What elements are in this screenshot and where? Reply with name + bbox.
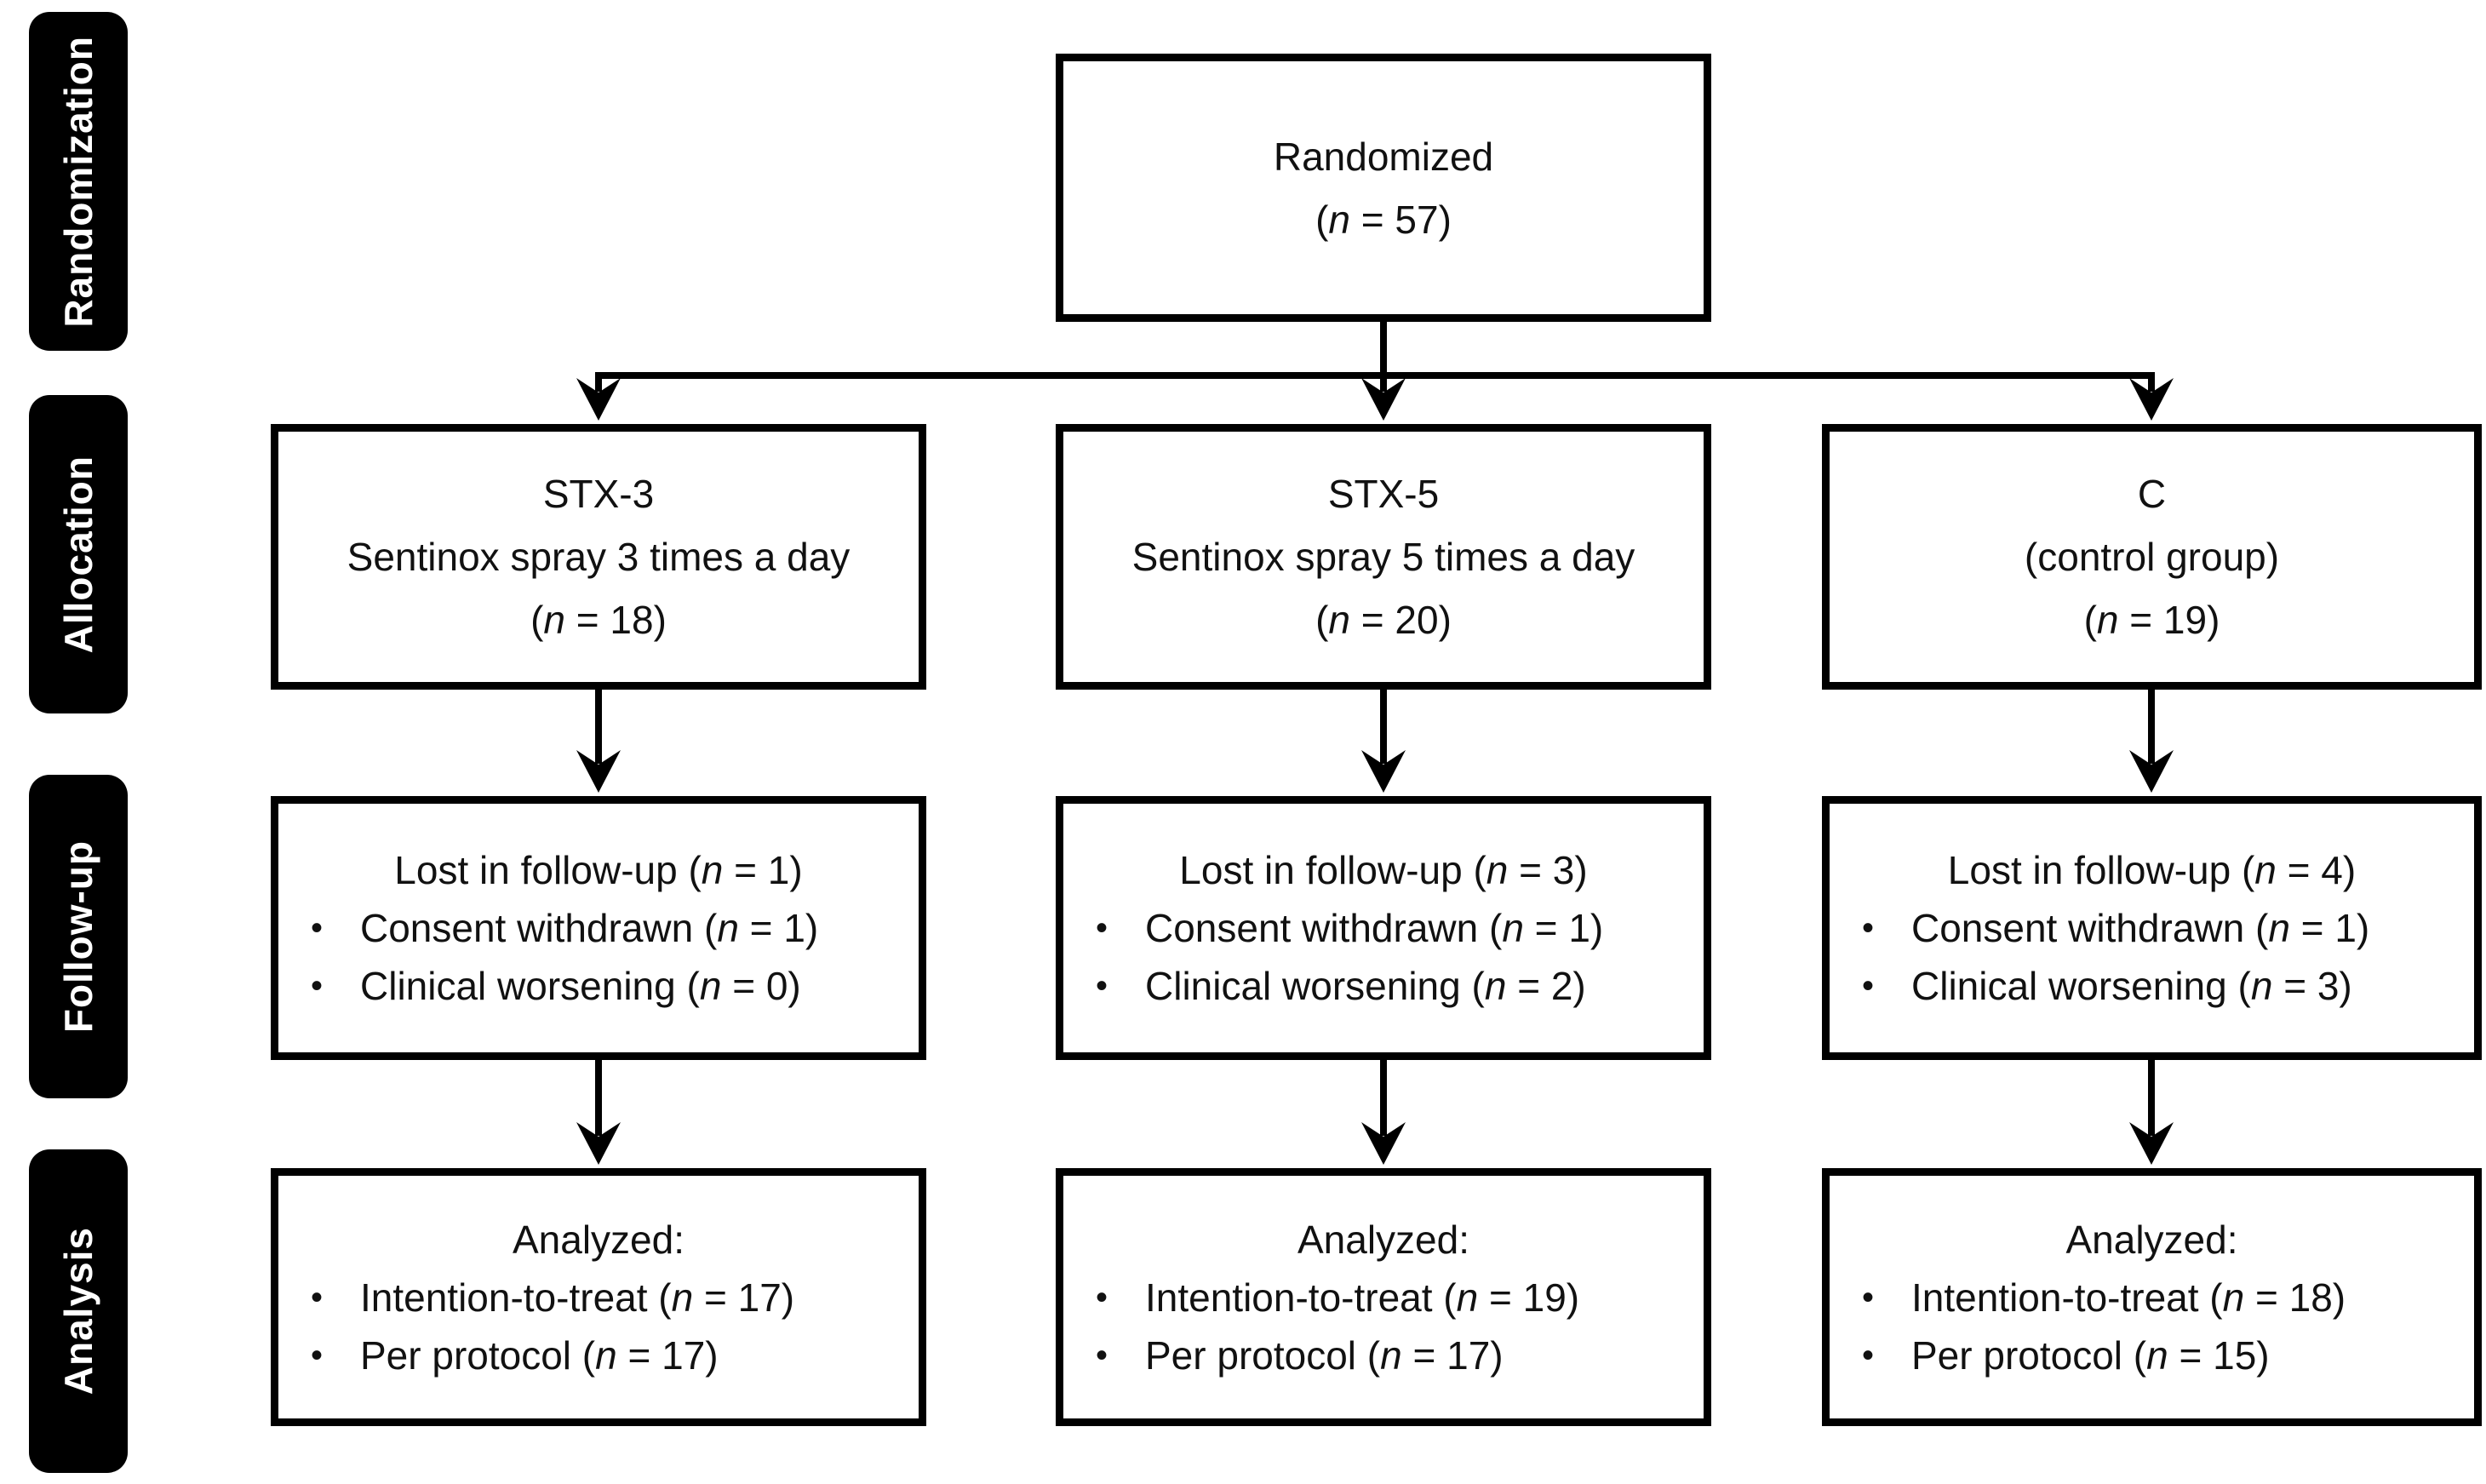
bullet-icon: • bbox=[311, 1278, 324, 1316]
connector-line bbox=[595, 372, 2155, 392]
bullet-icon: • bbox=[311, 967, 324, 1005]
bullet-text: Clinical worsening (n = 0) bbox=[360, 964, 801, 1008]
allocation-box-stx5: STX-5 Sentinox spray 5 times a day (n = … bbox=[1056, 424, 1711, 690]
arrow-down-icon bbox=[2129, 378, 2174, 421]
bullet-text: Consent withdrawn (n = 1) bbox=[1911, 906, 2370, 950]
box-line: Sentinox spray 3 times a day bbox=[347, 535, 851, 579]
allocation-box-control: C (control group) (n = 19) bbox=[1822, 424, 2482, 690]
box-line: Randomized bbox=[1273, 134, 1494, 179]
box-line: (n = 18) bbox=[530, 598, 667, 642]
bullet-icon: • bbox=[1096, 1336, 1108, 1374]
followup-heading: Lost in follow-up (n = 4) bbox=[1947, 848, 2357, 892]
bullet-item: • Per protocol (n = 17) bbox=[1063, 1326, 1704, 1384]
bullet-item: • Consent withdrawn (n = 1) bbox=[278, 899, 919, 957]
analysis-box-control: Analyzed: • Intention-to-treat (n = 18) … bbox=[1822, 1168, 2482, 1426]
analysis-heading: Analyzed: bbox=[1297, 1217, 1469, 1262]
bullet-item: • Intention-to-treat (n = 18) bbox=[1830, 1269, 2474, 1326]
bullet-text: Clinical worsening (n = 2) bbox=[1145, 964, 1586, 1008]
box-line: STX-5 bbox=[1327, 472, 1440, 516]
randomized-box: Randomized (n = 57) bbox=[1056, 54, 1711, 322]
followup-box-stx5: Lost in follow-up (n = 3) • Consent with… bbox=[1056, 796, 1711, 1060]
analysis-heading: Analyzed: bbox=[512, 1217, 685, 1262]
stage-tab-label: Follow-up bbox=[56, 839, 100, 1034]
arrow-down-icon bbox=[576, 378, 621, 421]
arrow-down-icon bbox=[576, 1122, 621, 1165]
box-line: (control group) bbox=[2024, 535, 2280, 579]
box-line: Sentinox spray 5 times a day bbox=[1131, 535, 1635, 579]
stage-tab-analysis: Analysis bbox=[29, 1149, 128, 1473]
arrow-down-icon bbox=[1361, 1122, 1406, 1165]
box-line: (n = 57) bbox=[1315, 197, 1452, 242]
bullet-item: • Clinical worsening (n = 2) bbox=[1063, 957, 1704, 1015]
bullet-icon: • bbox=[1862, 1278, 1875, 1316]
followup-heading: Lost in follow-up (n = 1) bbox=[394, 848, 803, 892]
bullet-text: Per protocol (n = 17) bbox=[360, 1332, 719, 1378]
stage-tab-randomization: Randomization bbox=[29, 12, 128, 351]
bullet-icon: • bbox=[1096, 909, 1108, 947]
stage-tab-label: Allocation bbox=[56, 455, 100, 654]
bullet-item: • Per protocol (n = 17) bbox=[278, 1326, 919, 1384]
bullet-icon: • bbox=[1862, 909, 1875, 947]
bullet-icon: • bbox=[1096, 1278, 1108, 1316]
bullet-item: • Clinical worsening (n = 3) bbox=[1830, 957, 2474, 1015]
box-line: C bbox=[2137, 472, 2167, 516]
bullet-text: Consent withdrawn (n = 1) bbox=[1145, 906, 1604, 950]
bullet-item: • Consent withdrawn (n = 1) bbox=[1830, 899, 2474, 957]
box-line: (n = 20) bbox=[1315, 598, 1452, 642]
followup-box-stx3: Lost in follow-up (n = 1) • Consent with… bbox=[271, 796, 926, 1060]
stage-tab-label: Randomization bbox=[56, 35, 100, 328]
box-line: STX-3 bbox=[542, 472, 655, 516]
bullet-text: Intention-to-treat (n = 18) bbox=[1911, 1275, 2346, 1320]
allocation-box-stx3: STX-3 Sentinox spray 3 times a day (n = … bbox=[271, 424, 926, 690]
bullet-item: • Clinical worsening (n = 0) bbox=[278, 957, 919, 1015]
arrow-down-icon bbox=[1361, 750, 1406, 793]
bullet-text: Consent withdrawn (n = 1) bbox=[360, 906, 819, 950]
bullet-item: • Intention-to-treat (n = 17) bbox=[278, 1269, 919, 1326]
analysis-box-stx3: Analyzed: • Intention-to-treat (n = 17) … bbox=[271, 1168, 926, 1426]
bullet-text: Clinical worsening (n = 3) bbox=[1911, 964, 2352, 1008]
arrow-down-icon bbox=[2129, 1122, 2174, 1165]
bullet-text: Intention-to-treat (n = 19) bbox=[1145, 1275, 1580, 1320]
stage-tab-allocation: Allocation bbox=[29, 395, 128, 713]
bullet-icon: • bbox=[311, 909, 324, 947]
bullet-text: Per protocol (n = 17) bbox=[1145, 1332, 1504, 1378]
bullet-icon: • bbox=[1862, 967, 1875, 1005]
arrow-down-icon bbox=[1361, 378, 1406, 421]
stage-tab-label: Analysis bbox=[56, 1227, 100, 1395]
bullet-text: Intention-to-treat (n = 17) bbox=[360, 1275, 795, 1320]
arrow-down-icon bbox=[2129, 750, 2174, 793]
bullet-icon: • bbox=[1862, 1336, 1875, 1374]
analysis-heading: Analyzed: bbox=[2065, 1217, 2238, 1262]
analysis-box-stx5: Analyzed: • Intention-to-treat (n = 19) … bbox=[1056, 1168, 1711, 1426]
bullet-text: Per protocol (n = 15) bbox=[1911, 1332, 2270, 1378]
box-line: (n = 19) bbox=[2083, 598, 2220, 642]
arrow-down-icon bbox=[576, 750, 621, 793]
followup-box-control: Lost in follow-up (n = 4) • Consent with… bbox=[1822, 796, 2482, 1060]
stage-tab-followup: Follow-up bbox=[29, 775, 128, 1098]
bullet-item: • Intention-to-treat (n = 19) bbox=[1063, 1269, 1704, 1326]
bullet-icon: • bbox=[1096, 967, 1108, 1005]
bullet-icon: • bbox=[311, 1336, 324, 1374]
bullet-item: • Per protocol (n = 15) bbox=[1830, 1326, 2474, 1384]
followup-heading: Lost in follow-up (n = 3) bbox=[1179, 848, 1588, 892]
bullet-item: • Consent withdrawn (n = 1) bbox=[1063, 899, 1704, 957]
